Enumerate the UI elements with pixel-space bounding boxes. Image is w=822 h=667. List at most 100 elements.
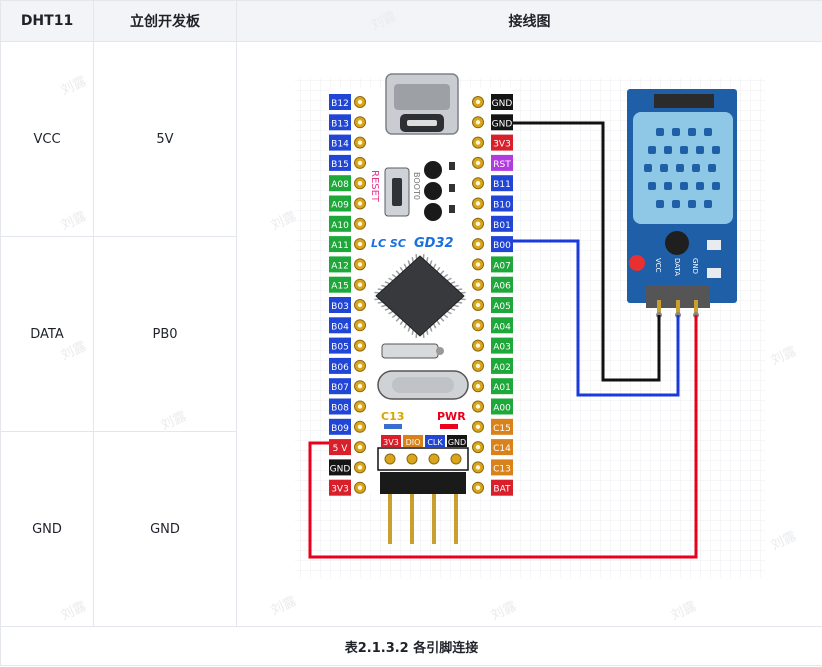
debug-pin-label: 3V3 <box>383 438 399 447</box>
pin-right: A07 <box>472 256 513 273</box>
pin-left: B09 <box>329 418 366 435</box>
crystal-large-icon <box>377 370 469 400</box>
pin-left: A09 <box>329 195 366 212</box>
pin-label: B09 <box>331 424 349 434</box>
pin-right: A01 <box>472 378 513 395</box>
pin-label: B01 <box>493 221 511 231</box>
pin-label: A02 <box>493 363 511 373</box>
pwr-led-label: PWR <box>437 410 466 423</box>
pin-left: 3V3 <box>329 479 366 496</box>
pin-label: A06 <box>493 282 511 292</box>
cell-board-gnd: GND <box>93 431 237 627</box>
brand-logo-text: LC SC <box>371 237 406 250</box>
pin-label: B12 <box>331 99 349 109</box>
pin-left: B06 <box>329 357 366 374</box>
pin-label: A03 <box>493 343 511 353</box>
cell-dht11-gnd: GND <box>0 431 94 627</box>
pin-right: A05 <box>472 297 513 313</box>
usb-c-icon <box>385 73 459 135</box>
pin-label: 3V3 <box>493 140 511 150</box>
pin-right: RST <box>472 154 513 171</box>
pin-left: GND <box>329 459 366 476</box>
pin-left: B14 <box>329 134 366 151</box>
pin-label: A15 <box>331 282 349 292</box>
pin-left: A12 <box>329 256 366 273</box>
pin-label: B08 <box>331 404 349 414</box>
pin-right: C15 <box>472 418 513 435</box>
wire-gnd <box>513 121 661 382</box>
debug-pin-label: GND <box>448 438 466 447</box>
pin-right: B11 <box>472 175 513 192</box>
chip-brand-text: GD32 <box>414 236 454 251</box>
pin-label: B07 <box>331 383 349 393</box>
cell-board-5v: 5V <box>93 41 237 237</box>
pin-left: B15 <box>329 154 366 171</box>
mcu-chip-icon <box>374 254 466 338</box>
pin-right: A04 <box>472 317 513 334</box>
pin-right: C13 <box>472 459 513 476</box>
debug-pin-label: CLK <box>427 438 443 447</box>
pin-label: A01 <box>493 383 511 393</box>
crystal-small-icon <box>381 343 444 359</box>
header-dht11: DHT11 <box>0 0 94 42</box>
pin-label: C13 <box>493 464 511 474</box>
pin-right: BAT <box>472 479 513 496</box>
cell-dht11-data: DATA <box>0 236 94 432</box>
wire-data <box>513 239 680 397</box>
boot-switch-icon <box>424 161 455 221</box>
pin-label: A00 <box>493 404 511 414</box>
pin-right: A03 <box>472 337 513 354</box>
pin-left: B07 <box>329 378 366 395</box>
pin-label: A11 <box>331 241 349 251</box>
pin-label: B04 <box>331 322 349 332</box>
pin-label: GND <box>492 119 513 129</box>
pin-left: B05 <box>329 337 366 354</box>
pin-label: A09 <box>331 201 349 211</box>
pin-label: BAT <box>493 485 511 495</box>
pin-left: B08 <box>329 398 366 415</box>
pwr-led-icon <box>440 424 458 429</box>
pin-label: C14 <box>493 444 511 454</box>
sensor-pin-label: DATA <box>673 258 681 276</box>
pin-left: A15 <box>329 276 366 293</box>
dht11-module-icon <box>627 89 737 308</box>
pin-label: 3V3 <box>331 485 349 495</box>
pin-label: A04 <box>493 322 511 332</box>
pin-right: 3V3 <box>472 134 513 151</box>
pin-label: B05 <box>331 343 349 353</box>
pin-right: B01 <box>472 215 513 232</box>
boot-label: BOOT0 <box>412 172 421 200</box>
pin-left: B12 <box>329 94 366 110</box>
pin-right: B00 <box>472 236 513 253</box>
left-pin-header: B12B13B14B15A08A09A10A11A12A15B03B04B05B… <box>329 94 366 496</box>
pin-label: B13 <box>331 119 349 129</box>
pin-right: C14 <box>472 439 513 456</box>
pin-label: B03 <box>331 302 349 312</box>
pin-label: B15 <box>331 160 349 170</box>
pin-label: GND <box>330 464 351 474</box>
pin-label: B00 <box>493 241 511 251</box>
pin-label: B14 <box>331 140 349 150</box>
pin-label: GND <box>492 99 513 109</box>
pin-right: GND <box>472 94 513 110</box>
c13-led-icon <box>384 424 402 429</box>
pin-label: A05 <box>493 302 511 312</box>
pin-right: GND <box>472 114 513 131</box>
pin-right: B10 <box>472 195 513 212</box>
cell-dht11-vcc: VCC <box>0 41 94 237</box>
reset-button-icon <box>384 167 410 217</box>
pin-label: RST <box>493 160 511 170</box>
pin-right: A02 <box>472 357 513 374</box>
pin-right: A00 <box>472 398 513 415</box>
pin-label: B06 <box>331 363 349 373</box>
sensor-pin-label: VCC <box>654 258 662 273</box>
wire-vcc <box>308 315 698 559</box>
pin-left: A11 <box>329 236 366 253</box>
pin-label: C15 <box>493 424 511 434</box>
pin-label: A12 <box>331 261 349 271</box>
pin-left: B04 <box>329 317 366 334</box>
pin-left: A08 <box>329 175 366 192</box>
